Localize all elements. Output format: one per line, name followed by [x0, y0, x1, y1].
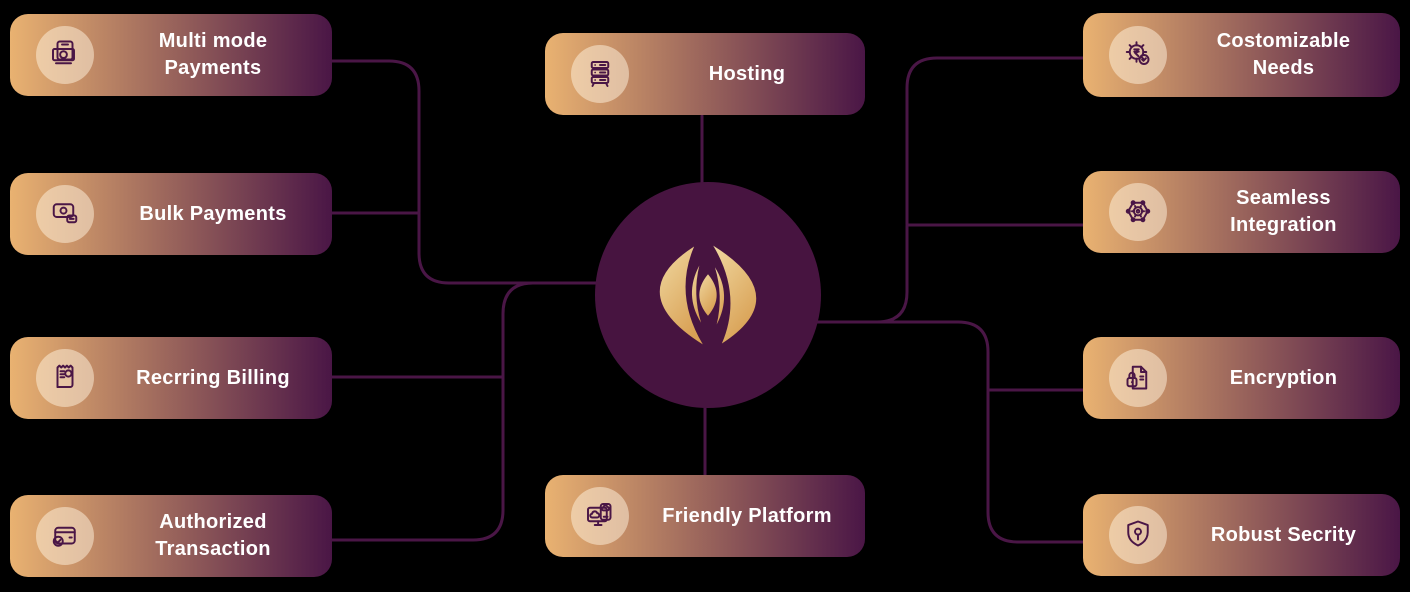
card-encryption: Encryption [1083, 337, 1400, 419]
card-robust-secrity: Robust Secrity [1083, 494, 1400, 576]
brand-hub [595, 182, 821, 408]
card-hosting: Hosting [545, 33, 865, 115]
connector-costomizable-needs [814, 56, 1085, 324]
card-friendly-platform: Friendly Platform [545, 475, 865, 557]
card-costomizable-needs: Costomizable Needs [1083, 13, 1400, 97]
cash-and-phone-icon [36, 26, 94, 84]
devices-cloud-icon [571, 487, 629, 545]
card-recrring-billing: Recrring Billing [10, 337, 332, 419]
card-seamless-integration: Seamless Integration [1083, 171, 1400, 253]
card-label-robust-secrity: Robust Secrity [1210, 523, 1357, 546]
card-label-costomizable-needs: Costomizable Needs [1216, 30, 1351, 79]
document-lock-icon [1109, 349, 1167, 407]
card-authorized-transaction: Authorized Transaction [10, 495, 332, 577]
connector-robust-secrity [814, 320, 1085, 544]
card-label-recrring-billing: Recrring Billing [136, 366, 290, 389]
gear-rupee-check-icon [1109, 26, 1167, 84]
card-label-friendly-platform: Friendly Platform [662, 504, 832, 527]
card-label-seamless-integration: Seamless Integration [1230, 187, 1337, 236]
hexagon-gear-nodes-icon [1109, 183, 1167, 241]
server-stack-icon [571, 45, 629, 103]
card-multi-mode-payments: Multi mode Payments [10, 14, 332, 96]
connector-multi-mode-payments [330, 59, 604, 285]
shield-keyhole-icon [1109, 506, 1167, 564]
card-label-bulk-payments: Bulk Payments [139, 202, 287, 225]
card-label-hosting: Hosting [708, 62, 786, 85]
banknotes-stack-icon [36, 185, 94, 243]
receipt-invoice-icon [36, 349, 94, 407]
card-label-authorized-transaction: Authorized Transaction [155, 511, 271, 560]
card-bulk-payments: Bulk Payments [10, 173, 332, 255]
connector-authorized-transaction [330, 281, 564, 542]
card-label-encryption: Encryption [1229, 366, 1338, 389]
card-label-multi-mode-payments: Multi mode Payments [158, 30, 268, 79]
brand-logo-icon [659, 245, 757, 345]
wallet-check-icon [36, 507, 94, 565]
